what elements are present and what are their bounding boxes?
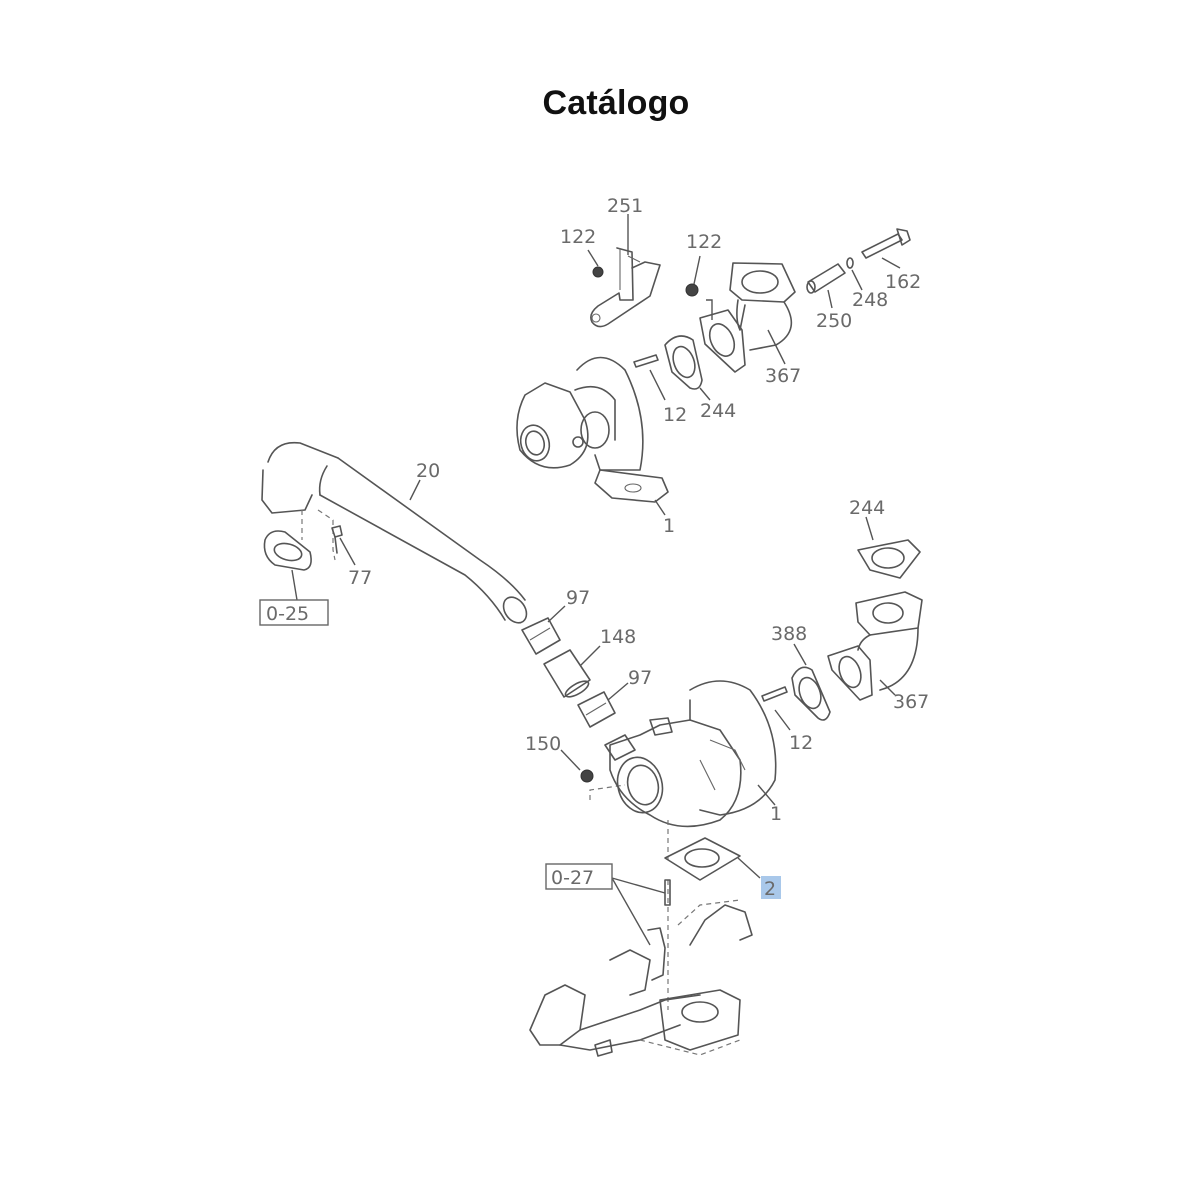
reference-label-0-27: 0-27 [551,867,594,889]
turbocharger-part-1-lower[interactable] [604,680,777,828]
callout-244-lower[interactable]: 244 [849,497,885,519]
callout-122-left[interactable]: 122 [560,226,596,248]
sleeve-part-250[interactable] [806,263,846,294]
callout-1-upper[interactable]: 1 [663,515,675,537]
reference-box-0-27[interactable]: 0-27 [545,863,613,890]
callout-367-lower[interactable]: 367 [893,691,929,713]
gasket-part-2[interactable] [664,837,741,881]
bracket-part-251[interactable] [590,247,661,328]
stud-part-12-upper[interactable] [633,354,659,368]
callout-251[interactable]: 251 [607,195,643,217]
elbow-part-367-upper[interactable] [699,262,796,373]
callout-1-lower[interactable]: 1 [770,803,782,825]
callout-150[interactable]: 150 [525,733,561,755]
nut-part-122-right[interactable] [685,283,699,297]
gasket-part-244-lower[interactable] [857,539,921,579]
elbow-part-367-lower[interactable] [827,591,923,701]
callout-12-lower[interactable]: 12 [789,732,813,754]
callout-162[interactable]: 162 [885,271,921,293]
callout-148[interactable]: 148 [600,626,636,648]
washer-part-248[interactable] [846,257,854,269]
callout-12-upper[interactable]: 12 [663,404,687,426]
stud-part-12-lower[interactable] [761,686,788,702]
callout-97-lower[interactable]: 97 [628,667,652,689]
bolt-part-162[interactable] [861,228,911,259]
highlight-box [761,876,781,899]
callout-388[interactable]: 388 [771,623,807,645]
callout-2-highlighted[interactable]: 2 [764,878,776,900]
callout-97-upper[interactable]: 97 [566,587,590,609]
callout-122-right[interactable]: 122 [686,231,722,253]
callout-248[interactable]: 248 [852,289,888,311]
gasket-part-244-upper[interactable] [664,335,703,390]
clamp-part-97-lower[interactable] [577,691,616,728]
turbocharger-part-1-upper[interactable] [516,356,669,503]
nut-part-150[interactable] [580,769,594,783]
hose-part-148[interactable] [543,649,591,700]
gasket-part-388[interactable] [791,666,831,721]
clamp-part-97-upper[interactable] [521,617,561,655]
callout-367-upper[interactable]: 367 [765,365,801,387]
callout-244-upper[interactable]: 244 [700,400,736,422]
callout-20[interactable]: 20 [416,460,440,482]
callout-77[interactable]: 77 [348,567,372,589]
callout-250[interactable]: 250 [816,310,852,332]
leader-lines [291,214,901,946]
page-title: Catálogo [542,84,690,122]
reference-label-0-25: 0-25 [266,603,309,625]
bolt-part-77[interactable] [331,525,343,554]
gasket-ref-0-25[interactable] [263,530,312,571]
reference-box-0-25[interactable]: 0-25 [259,599,329,626]
exhaust-manifold[interactable] [529,879,753,1057]
pipe-part-20[interactable] [261,441,531,628]
nut-part-122-left[interactable] [592,266,604,278]
